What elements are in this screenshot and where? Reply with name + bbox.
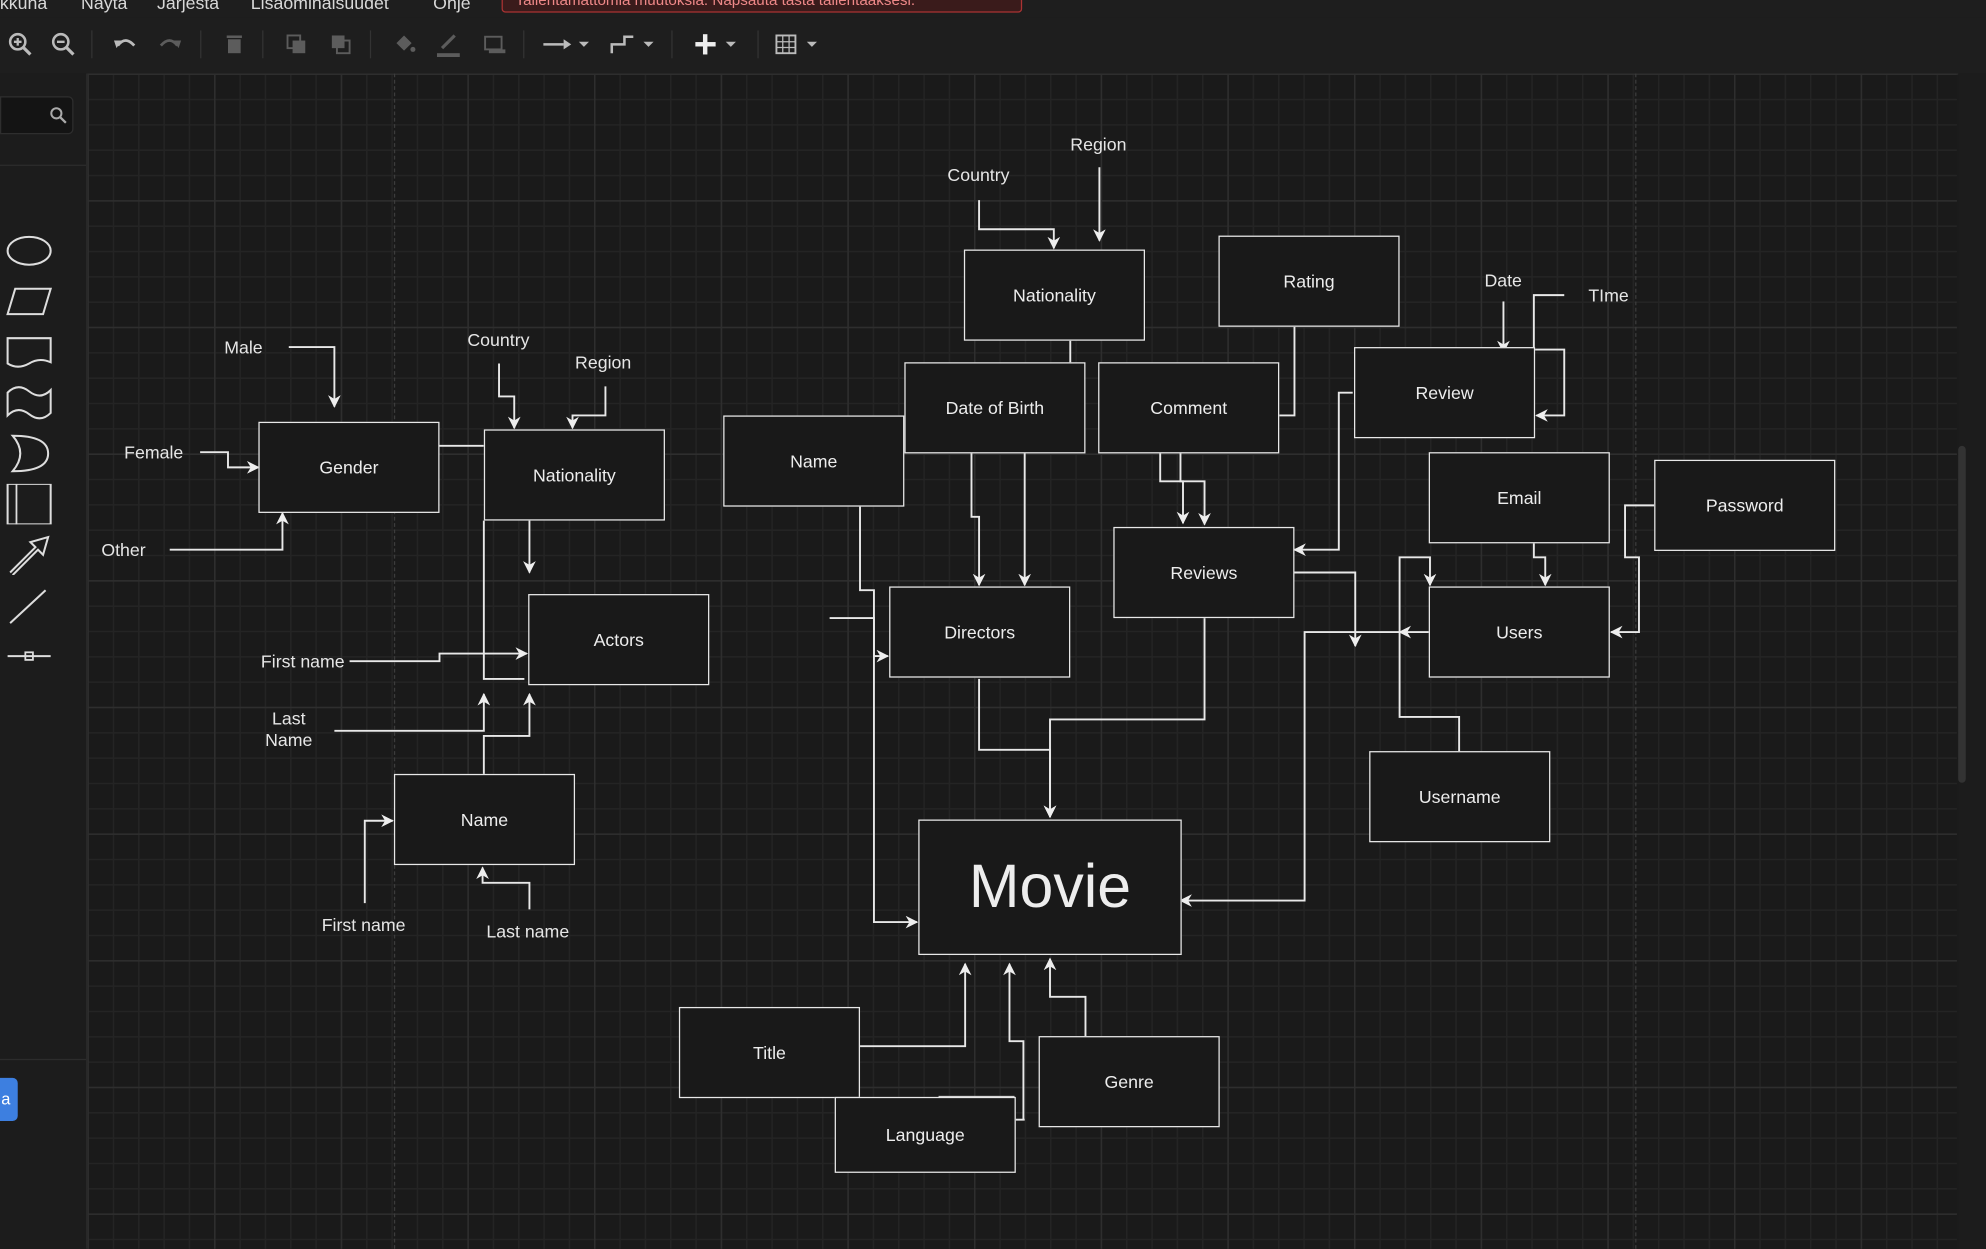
- toolbar-separator: [91, 30, 93, 59]
- menu-extras[interactable]: Lisäominaisuudet: [250, 0, 389, 13]
- fill-color-icon[interactable]: [388, 28, 421, 61]
- link-shape-icon[interactable]: [5, 636, 53, 677]
- scrollbar-thumb[interactable]: [1958, 445, 1966, 783]
- zoom-out-icon[interactable]: [47, 28, 80, 61]
- entity-date-of-birth[interactable]: Date of Birth: [904, 362, 1086, 454]
- tape-shape-icon[interactable]: [5, 383, 53, 424]
- unsaved-changes-banner[interactable]: Tallentamattomia muutoksia. Napsauta täs…: [501, 0, 1023, 13]
- table-icon[interactable]: [769, 28, 825, 61]
- entity-actors[interactable]: Actors: [528, 594, 710, 686]
- shape-search-input[interactable]: [0, 96, 74, 135]
- entity-reviews[interactable]: Reviews: [1113, 526, 1295, 619]
- entity-movie[interactable]: Movie: [918, 819, 1182, 956]
- entity-nationality-left[interactable]: Nationality: [483, 429, 665, 521]
- entity-title[interactable]: Title: [678, 1006, 861, 1099]
- label-male[interactable]: Male: [224, 336, 263, 358]
- ellipse-shape-icon[interactable]: [5, 231, 53, 272]
- line-shape-icon[interactable]: [5, 585, 53, 626]
- toolbar-separator: [523, 30, 525, 59]
- search-icon: [50, 107, 67, 124]
- redo-icon[interactable]: [153, 28, 186, 61]
- entity-users[interactable]: Users: [1428, 586, 1610, 678]
- page-break-line: [1635, 73, 1637, 1249]
- entity-username[interactable]: Username: [1369, 751, 1551, 843]
- zoom-in-icon[interactable]: [4, 28, 37, 61]
- label-first-name-bottom[interactable]: First name: [321, 914, 406, 935]
- sidebar-tab[interactable]: a: [0, 1077, 18, 1121]
- insert-icon[interactable]: [689, 28, 745, 61]
- undo-icon[interactable]: [109, 28, 142, 61]
- label-country-left[interactable]: Country: [467, 329, 530, 350]
- menu-view[interactable]: Näytä: [81, 0, 128, 13]
- menu-arrange[interactable]: Järjestä: [157, 0, 220, 13]
- entity-comment[interactable]: Comment: [1098, 362, 1280, 454]
- delete-icon[interactable]: [218, 28, 251, 61]
- sidebar-divider: [0, 164, 87, 166]
- toolbar: [0, 17, 1986, 75]
- entity-review[interactable]: Review: [1353, 347, 1536, 439]
- label-country-top[interactable]: Country: [947, 164, 1010, 185]
- container-shape-icon[interactable]: [5, 483, 53, 525]
- page-break-line: [393, 73, 396, 1249]
- toolbar-separator: [671, 30, 673, 59]
- entity-name-bottom[interactable]: Name: [393, 773, 576, 866]
- label-female[interactable]: Female: [124, 442, 184, 463]
- entity-email[interactable]: Email: [1428, 452, 1610, 544]
- entity-genre[interactable]: Genre: [1038, 1036, 1220, 1128]
- shape-sidebar: a: [0, 73, 88, 1249]
- parallelogram-shape-icon[interactable]: [5, 281, 53, 322]
- toolbar-separator: [757, 30, 759, 59]
- label-region-top[interactable]: Region: [1070, 134, 1127, 155]
- vertical-scrollbar[interactable]: [1958, 73, 1986, 1249]
- toolbar-separator: [200, 30, 202, 59]
- toolbar-separator: [369, 30, 372, 59]
- entity-directors[interactable]: Directors: [889, 586, 1071, 678]
- entity-language[interactable]: Language: [834, 1096, 1016, 1173]
- menu-bar: Ikkuna Näytä Järjestä Lisäominaisuudet O…: [0, 0, 1986, 18]
- to-back-icon[interactable]: [324, 28, 357, 61]
- shadow-icon[interactable]: [478, 28, 511, 61]
- toolbar-separator: [262, 30, 264, 59]
- connection-icon[interactable]: [538, 28, 594, 61]
- entity-nationality-top[interactable]: Nationality: [963, 249, 1146, 341]
- arrow-shape-icon[interactable]: [5, 535, 53, 576]
- and-shape-icon[interactable]: [5, 433, 53, 474]
- entity-gender[interactable]: Gender: [258, 421, 440, 513]
- label-time[interactable]: TIme: [1588, 284, 1629, 306]
- label-date[interactable]: Date: [1484, 269, 1522, 291]
- waypoints-icon[interactable]: [605, 28, 661, 61]
- label-last-name-left[interactable]: Last Name: [265, 708, 313, 750]
- label-region-left[interactable]: Region: [575, 352, 632, 373]
- label-first-name-left[interactable]: First name: [260, 651, 345, 672]
- sidebar-divider: [0, 1058, 87, 1061]
- label-other[interactable]: Other: [101, 539, 146, 560]
- menu-help[interactable]: Ohje: [433, 0, 471, 13]
- document-shape-icon[interactable]: [5, 332, 53, 373]
- sidebar-tab-label: a: [1, 1089, 11, 1109]
- unsaved-changes-text: Tallentamattomia muutoksia. Napsauta täs…: [515, 0, 916, 9]
- line-color-icon[interactable]: [432, 28, 465, 61]
- entity-rating[interactable]: Rating: [1218, 235, 1400, 327]
- to-front-icon[interactable]: [280, 28, 313, 61]
- menu-window[interactable]: Ikkuna: [0, 0, 48, 13]
- entity-name-top[interactable]: Name: [723, 415, 905, 507]
- label-last-name-bottom[interactable]: Last name: [486, 920, 570, 942]
- entity-password[interactable]: Password: [1654, 459, 1836, 551]
